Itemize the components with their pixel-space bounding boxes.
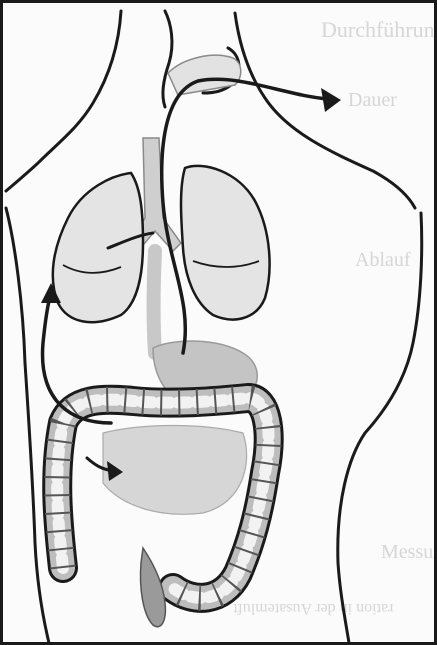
anatomy-illustration (3, 3, 437, 645)
right-lung (181, 166, 270, 320)
nasal-airway (168, 55, 241, 95)
esophagus (154, 251, 156, 353)
small-intestine (103, 426, 247, 515)
rectum (141, 548, 166, 627)
left-lung (53, 173, 143, 322)
arrowhead-exhale (321, 88, 341, 112)
